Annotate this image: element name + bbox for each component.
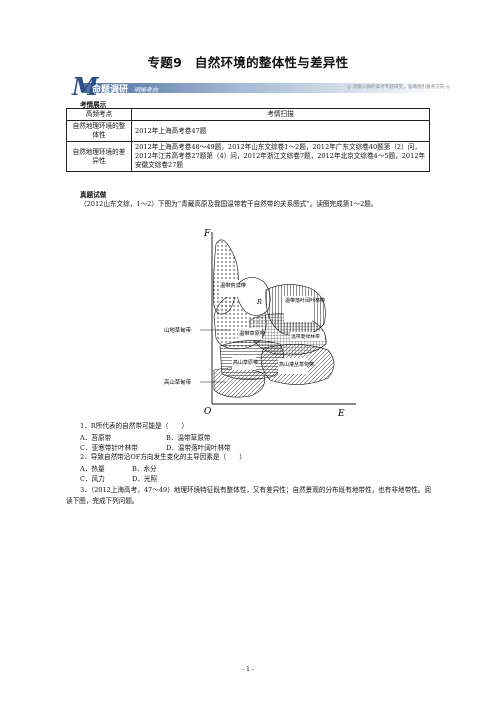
question-2-option-b: B．水分 bbox=[132, 465, 157, 473]
banner-tagline: ◎ 洞察入微的高考专题研究，准确指引备考方向 ◎ bbox=[347, 85, 450, 90]
table-header-topic: 高频考点 bbox=[66, 108, 132, 121]
label-temperate-steppe: 温带草原带 bbox=[239, 329, 265, 337]
label-bg bbox=[290, 332, 324, 341]
table-cell-topic: 自然地理环境的整体性 bbox=[66, 120, 132, 142]
section-banner: M 命题调研 明晰考向 bbox=[71, 73, 446, 99]
page-title: 专题9 自然环境的整体性与差异性 bbox=[147, 55, 349, 70]
label-alpine-meadow: 高山草甸带 bbox=[164, 378, 192, 386]
logo-sub: 明晰考向 bbox=[134, 86, 159, 94]
page-number: - 1 - bbox=[242, 666, 254, 673]
natural-zone-diagram: F O E 温带荒漠带 R 温带落叶阔叶林带 温带草原带 高山草原带 高山灌丛草… bbox=[164, 229, 356, 419]
question-1-option-c: C．亚寒带针叶林带 bbox=[80, 444, 138, 452]
section-exam-heading: 真题试做 bbox=[80, 191, 107, 199]
table-cell-scan: 2012年上海高考卷47题 bbox=[131, 120, 430, 142]
table-row: 自然地理环境的整体性 2012年上海高考卷47题 bbox=[66, 120, 430, 142]
label-broadleaf-mix: 温带夏绿林带 bbox=[291, 333, 320, 340]
intro-paragraph: （2012山东文综，1～2）下图为“青藏高原及我国温带若干自然带的关系图式”。读… bbox=[80, 200, 378, 208]
label-mountain-meadow: 山地草甸带 bbox=[164, 326, 192, 334]
question-2-option-c: C．风力 bbox=[80, 475, 105, 483]
axis-o-label: O bbox=[204, 407, 212, 417]
exam-table: 高频考点 考情扫描 自然地理环境的整体性 2012年上海高考卷47题 自然地理环… bbox=[66, 108, 430, 172]
banner-bar bbox=[82, 83, 446, 93]
question-1-stem: 1．R所代表的自然带可能是（ ） bbox=[80, 422, 189, 430]
table-cell-scan: 2012年上海高考卷48～49题，2012年山东文综卷1～2题，2012年广东文… bbox=[131, 141, 430, 172]
question-1-option-b: B．温带草原带 bbox=[166, 434, 211, 442]
label-bg bbox=[232, 356, 256, 370]
logo-text: 命题调研 bbox=[91, 83, 128, 95]
table-header-scan: 考情扫描 bbox=[131, 108, 430, 121]
question-2-option-a: A．热量 bbox=[80, 465, 105, 473]
label-bg bbox=[278, 358, 308, 374]
label-bg bbox=[284, 296, 312, 322]
label-alpine-shrub: 高山灌丛草甸带 bbox=[279, 361, 314, 368]
question-1-option-a: A．苔原带 bbox=[80, 434, 112, 442]
section-overview-heading: 考情展示 bbox=[80, 101, 107, 109]
question-2-stem: 2．导致自然带沿OF方向发生变化的主导因素是（ ） bbox=[80, 453, 246, 461]
label-temperate-desert: 温带荒漠带 bbox=[220, 281, 246, 289]
table-cell-topic: 自然地理环境的差异性 bbox=[66, 141, 132, 172]
table-header-row: 高频考点 考情扫描 bbox=[66, 108, 430, 121]
table-row: 自然地理环境的差异性 2012年上海高考卷48～49题，2012年山东文综卷1～… bbox=[66, 141, 430, 172]
axis-f-label: F bbox=[203, 229, 211, 239]
label-mixed-forest: 温带落叶阔叶林带 bbox=[285, 297, 325, 304]
zone-desert-shape bbox=[213, 367, 265, 398]
label-bg bbox=[238, 328, 262, 340]
label-bg bbox=[219, 280, 239, 297]
label-r: R bbox=[256, 298, 262, 306]
axis-e-label: E bbox=[337, 409, 345, 419]
question-1-option-d: D．温带落叶阔叶林带 bbox=[166, 444, 231, 452]
logo-letter: M bbox=[71, 73, 100, 99]
question-3-stem: 3．（2012上海高考，47～49）地理环境特征既有整体性，又有差异性；自然景观… bbox=[66, 486, 431, 505]
label-mountain-steppe: 高山草原带 bbox=[233, 359, 258, 366]
question-2-option-d: D．光照 bbox=[132, 475, 158, 483]
